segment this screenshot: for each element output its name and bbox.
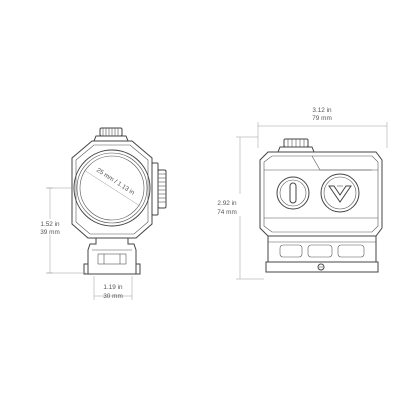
front-width-in-label: 1.19 in <box>103 284 123 291</box>
front-housing <box>71 140 153 239</box>
front-height-mm-label: 39 mm <box>40 229 60 236</box>
side-mount <box>265 235 379 273</box>
front-width-dimension <box>93 276 133 300</box>
side-length-mm-label: 79 mm <box>312 115 332 122</box>
battery-button <box>276 176 310 210</box>
side-turret-knob <box>151 162 167 216</box>
front-view: 25 mm / 1.13 in 1.52 in 39 mm <box>34 127 167 300</box>
lens-diameter-line <box>83 169 141 207</box>
lens-diameter-label: 25 mm / 1.13 in <box>95 167 136 197</box>
side-length-dimension <box>257 122 388 148</box>
side-view: 3.12 in 79 mm 2.92 in 74 mm <box>217 107 388 280</box>
front-height-in-label: 1.52 in <box>40 221 60 228</box>
side-top-turret <box>277 138 315 153</box>
front-mount <box>83 237 141 275</box>
side-height-mm-label: 74 mm <box>217 209 237 216</box>
vortex-logo-icon <box>320 173 360 213</box>
side-length-in-label: 3.12 in <box>312 107 332 114</box>
top-turret-knob <box>93 127 129 142</box>
front-width-mm-label: 30 mm <box>103 293 123 300</box>
side-height-in-label: 2.92 in <box>217 200 237 207</box>
